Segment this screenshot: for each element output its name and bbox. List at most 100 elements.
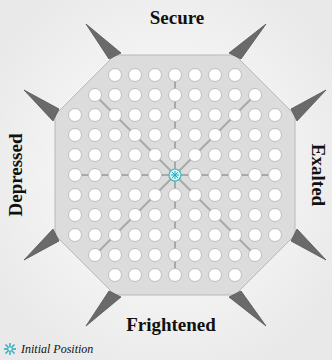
- board-space: [189, 69, 202, 82]
- board-space: [189, 149, 202, 162]
- board-space: [189, 229, 202, 242]
- board-space: [69, 129, 82, 142]
- board-space: [229, 149, 242, 162]
- board-space: [89, 89, 102, 102]
- board-space: [129, 129, 142, 142]
- board-space: [69, 229, 82, 242]
- board-space: [149, 189, 162, 202]
- board-space: [149, 229, 162, 242]
- board-space: [269, 229, 282, 242]
- board-space: [209, 149, 222, 162]
- board-space: [69, 209, 82, 222]
- board-space: [249, 89, 262, 102]
- board-space: [189, 189, 202, 202]
- board-space: [209, 249, 222, 262]
- board-space: [269, 169, 282, 182]
- board-space: [209, 189, 222, 202]
- board-space: [249, 209, 262, 222]
- board-space: [269, 189, 282, 202]
- board-space: [129, 229, 142, 242]
- legend-icon: [2, 341, 18, 357]
- board-space: [109, 109, 122, 122]
- board-space: [149, 69, 162, 82]
- board-space: [229, 69, 242, 82]
- board-space: [189, 209, 202, 222]
- board-space: [229, 189, 242, 202]
- board-space: [229, 89, 242, 102]
- board-space: [89, 189, 102, 202]
- board-space: [249, 169, 262, 182]
- board-space: [109, 269, 122, 282]
- board-space: [129, 269, 142, 282]
- board-space: [209, 69, 222, 82]
- board-space: [169, 149, 182, 162]
- board-space: [209, 129, 222, 142]
- board-space: [89, 209, 102, 222]
- board-space: [129, 149, 142, 162]
- board-space: [129, 109, 142, 122]
- board-space: [209, 269, 222, 282]
- board-space: [89, 169, 102, 182]
- board-space: [109, 149, 122, 162]
- board-space: [209, 109, 222, 122]
- board-space: [129, 89, 142, 102]
- board-space: [229, 269, 242, 282]
- board-space: [69, 109, 82, 122]
- direction-label: Depressed: [5, 133, 27, 216]
- board-space: [69, 169, 82, 182]
- legend-entry: Initial Position: [2, 341, 93, 357]
- board-space: [249, 109, 262, 122]
- board-space: [229, 229, 242, 242]
- board-space: [149, 269, 162, 282]
- board-space: [149, 129, 162, 142]
- board-space: [189, 109, 202, 122]
- board-space: [229, 249, 242, 262]
- board-space: [209, 209, 222, 222]
- direction-label: Frightened: [126, 314, 216, 336]
- board-space: [189, 89, 202, 102]
- board-space: [269, 109, 282, 122]
- initial-position-marker: [169, 169, 181, 181]
- board-space: [149, 89, 162, 102]
- board-space: [249, 229, 262, 242]
- board-space: [89, 129, 102, 142]
- board-space: [169, 89, 182, 102]
- board-space: [129, 189, 142, 202]
- board-space: [169, 209, 182, 222]
- board-space: [169, 189, 182, 202]
- board-space: [89, 229, 102, 242]
- board-space: [129, 209, 142, 222]
- board-space: [189, 169, 202, 182]
- board-space: [109, 129, 122, 142]
- direction-label: Secure: [150, 7, 205, 29]
- board-space: [169, 269, 182, 282]
- board-space: [89, 249, 102, 262]
- board-space: [69, 149, 82, 162]
- board-space: [269, 129, 282, 142]
- board-space: [109, 229, 122, 242]
- board-space: [149, 209, 162, 222]
- board-space: [249, 129, 262, 142]
- board-space: [249, 149, 262, 162]
- board-space: [169, 69, 182, 82]
- board-space: [149, 109, 162, 122]
- board-space: [89, 109, 102, 122]
- board-space: [129, 69, 142, 82]
- board-space: [209, 89, 222, 102]
- board-space: [229, 109, 242, 122]
- board-space: [149, 149, 162, 162]
- board-space: [229, 169, 242, 182]
- board-space: [109, 209, 122, 222]
- board-space: [109, 89, 122, 102]
- board-space: [169, 249, 182, 262]
- board-space: [149, 169, 162, 182]
- board-space: [109, 249, 122, 262]
- board-space: [169, 109, 182, 122]
- board-space: [189, 129, 202, 142]
- board-space: [189, 249, 202, 262]
- board-space: [89, 149, 102, 162]
- board-space: [169, 229, 182, 242]
- board-space: [209, 169, 222, 182]
- legend-text: Initial Position: [21, 342, 93, 357]
